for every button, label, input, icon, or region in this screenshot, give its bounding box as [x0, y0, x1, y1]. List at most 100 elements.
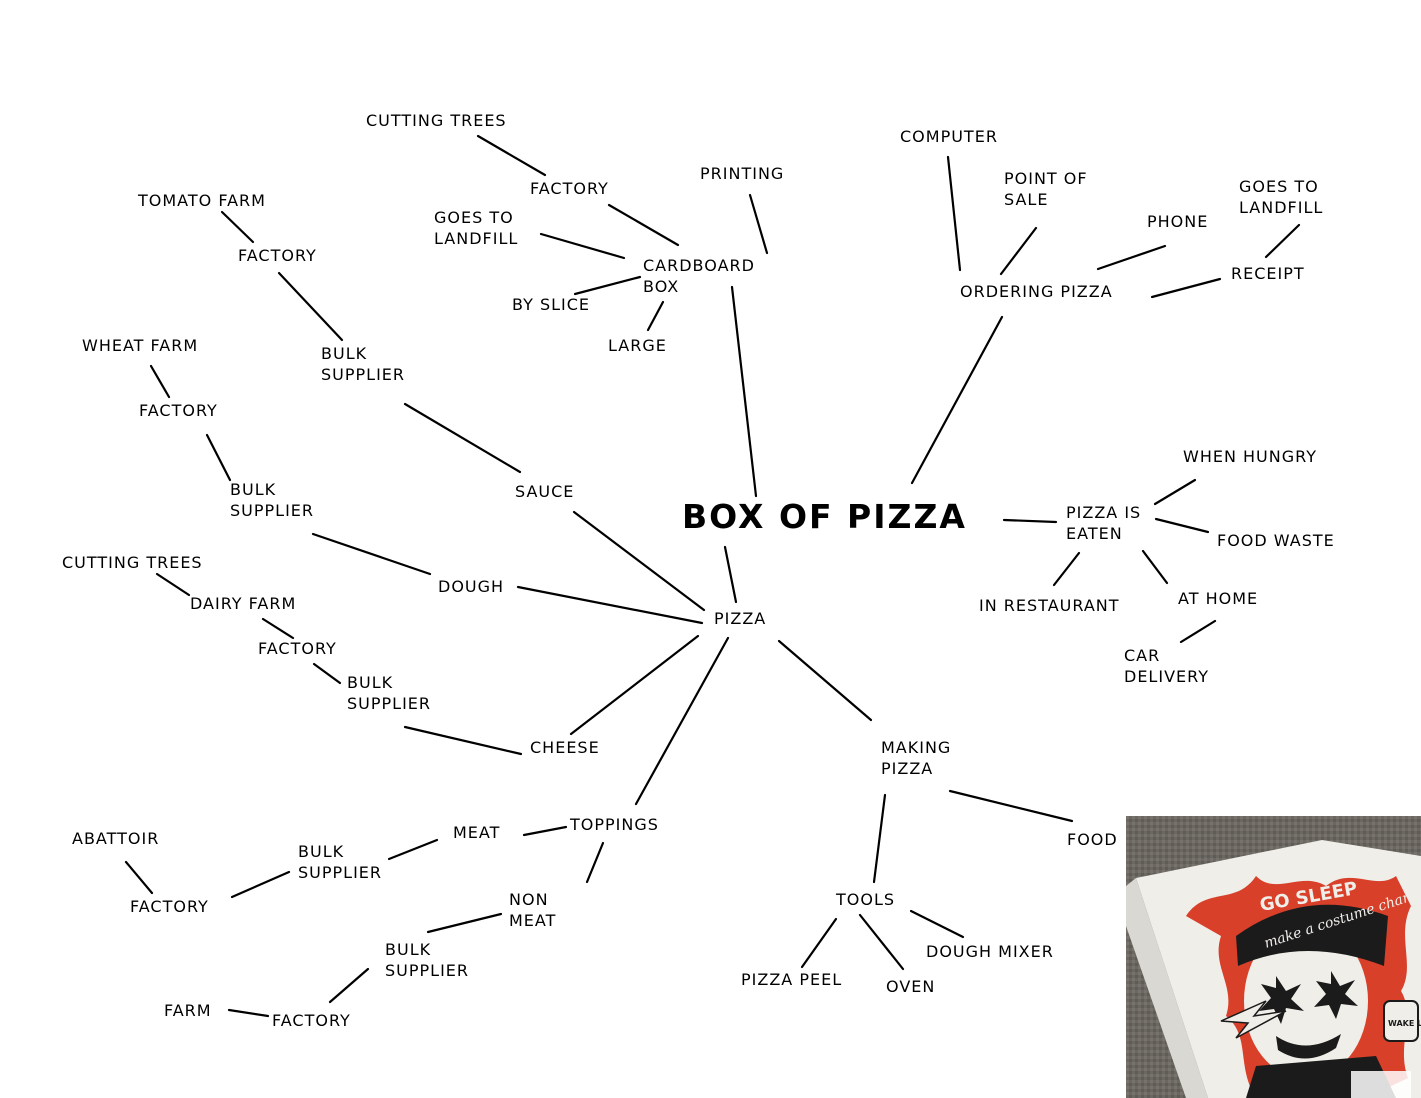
node-car-delivery: CAR DELIVERY — [1124, 645, 1209, 687]
node-cheese: CHEESE — [530, 738, 600, 757]
link-tomato-factory — [220, 210, 255, 244]
link-ordering-central — [910, 315, 1004, 485]
link-nonmeat-bulk — [426, 912, 503, 934]
node-receipt: RECEIPT — [1231, 264, 1305, 283]
link-dairy-factory — [261, 617, 295, 640]
node-bulk-supplier-meat-line1: BULK — [298, 842, 345, 861]
link-toppings-pizza — [634, 636, 730, 806]
node-goes-to-landfill-box-line2: LANDFILL — [434, 229, 519, 248]
node-abattoir: ABATTOIR — [72, 829, 160, 848]
node-bulk-supplier-cheese-line1: BULK — [347, 673, 394, 692]
node-dough-mixer: DOUGH MIXER — [926, 942, 1054, 961]
link-cheese-pizza — [569, 634, 700, 736]
link-eaten-home — [1141, 549, 1169, 585]
link-making-food — [948, 789, 1074, 823]
link-home-car — [1179, 619, 1217, 644]
link-pizza-central — [723, 545, 738, 604]
node-making-pizza-line1: MAKING — [881, 738, 952, 757]
node-bulk-supplier-sauce: BULK SUPPLIER — [321, 343, 405, 385]
node-cutting-trees-left: CUTTING TREES — [62, 553, 203, 572]
link-tools-oven — [858, 913, 905, 971]
node-food: FOOD — [1067, 830, 1118, 849]
link-dough-pizza — [516, 585, 704, 625]
node-point-of-sale-line1: POINT OF — [1004, 169, 1088, 188]
right-star-icon — [1314, 971, 1358, 1019]
node-printing: PRINTING — [700, 164, 785, 183]
node-making-pizza-line2: PIZZA — [881, 759, 934, 778]
node-goes-to-landfill-receipt-line2: LANDFILL — [1239, 198, 1324, 217]
node-toppings: TOPPINGS — [570, 815, 659, 834]
link-bulk-dough — [311, 532, 432, 576]
node-goes-to-landfill-receipt-line1: GOES TO — [1239, 177, 1319, 196]
box-side — [1126, 878, 1208, 1098]
node-pizza-is-eaten: PIZZA IS EATEN — [1066, 502, 1141, 544]
link-large-cardboard — [646, 300, 665, 332]
link-bulk-cheese — [403, 725, 523, 756]
link-meat-toppings — [522, 825, 568, 837]
node-non-meat: NON MEAT — [509, 889, 556, 931]
node-meat: MEAT — [453, 823, 501, 842]
link-printing-cardboard — [748, 193, 769, 255]
cap — [1236, 904, 1388, 966]
node-wheat-farm: WHEAT FARM — [82, 336, 199, 355]
link-farm-factory — [227, 1008, 270, 1018]
node-sauce: SAUCE — [515, 482, 575, 501]
link-central-eaten — [1002, 518, 1058, 524]
link-cuttingtrees-dairy — [155, 572, 191, 597]
node-large: LARGE — [608, 336, 667, 355]
link-pizza-making — [777, 639, 873, 722]
badge — [1383, 1000, 1419, 1042]
lightning-icon — [1220, 1000, 1287, 1039]
node-bulk-supplier-nonmeat: BULK SUPPLIER — [385, 939, 469, 981]
node-point-of-sale-line2: SALE — [1004, 190, 1049, 209]
node-bulk-supplier-nonmeat-line1: BULK — [385, 940, 432, 959]
node-bulk-supplier-nonmeat-line2: SUPPLIER — [385, 961, 470, 980]
node-goes-to-landfill-receipt: GOES TO LANDFILL — [1239, 176, 1323, 218]
node-bulk-supplier-dough-line1: BULK — [230, 480, 277, 499]
link-factory-bulk-sauce — [277, 271, 344, 342]
node-ordering-pizza: ORDERING PIZZA — [960, 282, 1113, 301]
node-central-box-of-pizza: BOX OF PIZZA — [682, 497, 967, 536]
node-tools: TOOLS — [836, 890, 896, 909]
node-non-meat-line1: NON — [509, 890, 549, 909]
node-bulk-supplier-meat: BULK SUPPLIER — [298, 841, 382, 883]
link-factory-bulk-meat — [230, 870, 291, 899]
node-factory-meat: FACTORY — [130, 897, 209, 916]
node-pizza-peel: PIZZA PEEL — [741, 970, 843, 989]
node-car-delivery-line1: CAR — [1124, 646, 1161, 665]
link-bulk-sauce — [403, 402, 522, 474]
node-farm: FARM — [164, 1001, 212, 1020]
link-cardboard-central — [730, 285, 758, 498]
node-bulk-supplier-cheese: BULK SUPPLIER — [347, 672, 431, 714]
node-goes-to-landfill-box-line1: GOES TO — [434, 208, 514, 227]
node-factory-wheat: FACTORY — [139, 401, 218, 420]
badge-text: WAKE UP — [1388, 1019, 1421, 1028]
node-when-hungry: WHEN HUNGRY — [1183, 447, 1317, 466]
link-ordering-receipt — [1150, 277, 1222, 299]
link-computer-ordering — [946, 155, 962, 272]
link-bulk-factory-farm — [328, 967, 370, 1004]
node-pizza-is-eaten-line2: EATEN — [1066, 524, 1123, 543]
node-pizza: PIZZA — [714, 609, 767, 628]
node-pizza-is-eaten-line1: PIZZA IS — [1066, 503, 1142, 522]
link-receipt-landfill — [1264, 223, 1301, 259]
node-cardboard-box: CARDBOARD BOX — [643, 255, 755, 297]
mouth — [1276, 1034, 1341, 1059]
node-factory-dairy: FACTORY — [258, 639, 337, 658]
node-computer: COMPUTER — [900, 127, 998, 146]
node-at-home: AT HOME — [1178, 589, 1259, 608]
link-eaten-restaurant — [1052, 551, 1081, 587]
node-in-restaurant: IN RESTAURANT — [979, 596, 1120, 615]
node-dairy-farm: DAIRY FARM — [190, 594, 297, 613]
node-point-of-sale: POINT OF SALE — [1004, 168, 1088, 210]
node-bulk-supplier-cheese-line2: SUPPLIER — [347, 694, 432, 713]
link-wheat-factory — [149, 364, 171, 399]
link-byslice-cardboard — [573, 275, 642, 296]
node-tomato-farm: TOMATO FARM — [138, 191, 266, 210]
node-cardboard-box-line1: CARDBOARD — [643, 256, 755, 275]
left-star-icon — [1259, 976, 1304, 1024]
link-abattoir-factory — [124, 860, 154, 895]
node-factory-tomato: FACTORY — [238, 246, 317, 265]
